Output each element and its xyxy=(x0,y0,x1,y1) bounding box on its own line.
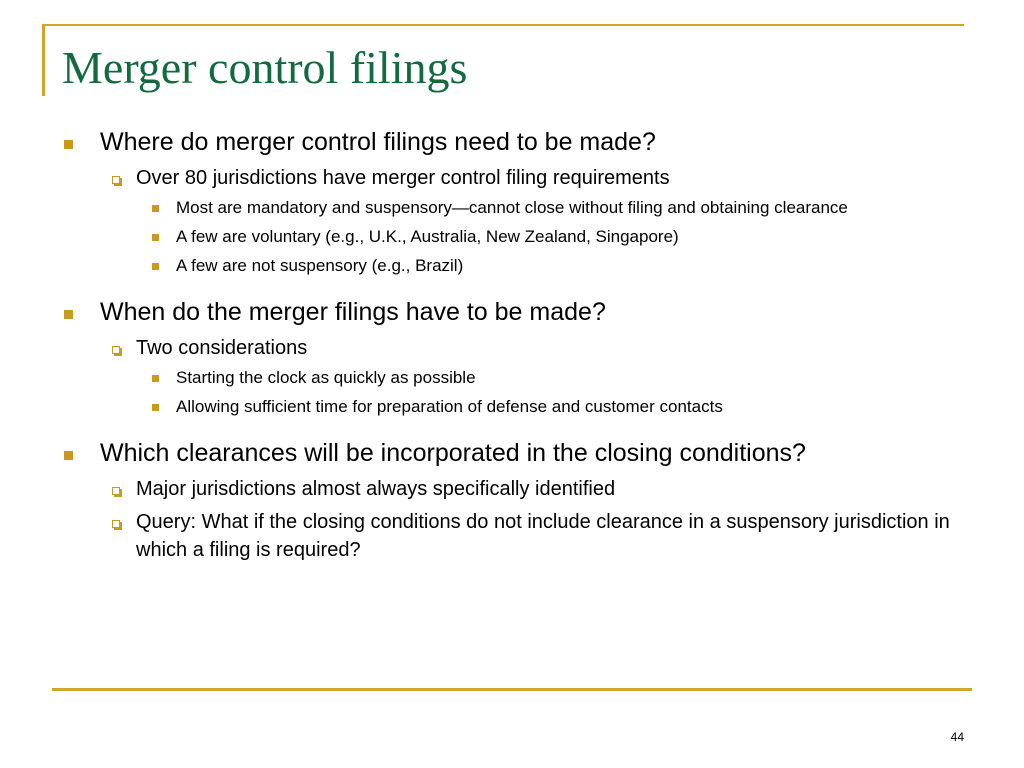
bullet-level2-text: Over 80 jurisdictions have merger contro… xyxy=(136,167,670,189)
hollow-square-bullet-icon xyxy=(112,487,120,495)
title-frame-top-rule xyxy=(42,24,964,26)
square-bullet-icon xyxy=(152,375,159,382)
hollow-square-bullet-icon xyxy=(112,346,120,354)
bullet-level2-text: Query: What if the closing conditions do… xyxy=(136,511,950,561)
square-bullet-icon xyxy=(152,263,159,270)
footer-rule xyxy=(52,688,972,691)
title-frame-vertical-rule xyxy=(42,24,45,96)
bullet-level1-text: Which clearances will be incorporated in… xyxy=(100,439,806,467)
square-bullet-icon xyxy=(64,140,73,149)
square-bullet-icon xyxy=(152,205,159,212)
square-bullet-icon xyxy=(152,404,159,411)
page-number: 44 xyxy=(950,730,964,744)
bullet-level3-text: A few are not suspensory (e.g., Brazil) xyxy=(176,256,464,275)
hollow-square-bullet-icon xyxy=(112,176,120,184)
square-bullet-icon xyxy=(152,234,159,241)
square-bullet-icon xyxy=(64,451,73,460)
bullet-level2-text: Two considerations xyxy=(136,337,308,359)
bullet-level3-text: Allowing sufficient time for preparation… xyxy=(176,397,723,416)
bullet-level1-text: Where do merger control filings need to … xyxy=(100,128,656,156)
bullet-level1-text: When do the merger filings have to be ma… xyxy=(100,298,606,326)
hollow-square-bullet-icon xyxy=(112,520,120,528)
slide-title: Merger control filings xyxy=(62,42,468,93)
bullet-level3-text: Most are mandatory and suspensory—cannot… xyxy=(176,198,848,217)
bullet-level3-text: A few are voluntary (e.g., U.K., Austral… xyxy=(176,227,679,246)
bullet-level2-text: Major jurisdictions almost always specif… xyxy=(136,478,616,500)
square-bullet-icon xyxy=(64,310,73,319)
bullet-level3-text: Starting the clock as quickly as possibl… xyxy=(176,368,476,387)
